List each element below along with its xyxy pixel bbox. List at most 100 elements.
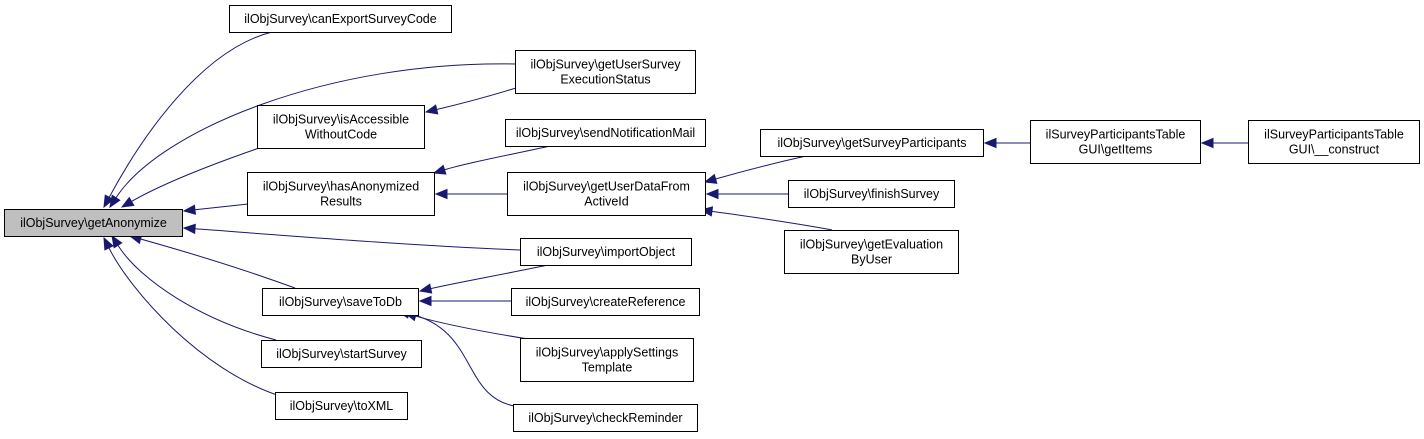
edge-getEvaluation-to-getUserDataFrom — [699, 206, 833, 231]
node-label-line: ilSurveyParticipantsTable — [1046, 128, 1186, 142]
arrowhead — [103, 236, 114, 251]
node-label-line: ilObjSurvey\canExportSurveyCode — [244, 12, 436, 26]
node-label-line: ExecutionStatus — [560, 73, 650, 87]
node-startSurvey[interactable]: ilObjSurvey\startSurvey — [261, 340, 422, 368]
node-label-line: Template — [582, 361, 633, 375]
arrowhead — [703, 173, 718, 184]
edges-layer — [103, 31, 1249, 408]
edge-line — [444, 145, 551, 171]
edge-line — [436, 87, 517, 110]
node-label-line: ilObjSurvey\finishSurvey — [804, 187, 940, 201]
edge-line — [711, 210, 833, 231]
edge-toXML-to-root — [103, 236, 281, 397]
arrowhead — [699, 206, 714, 217]
node-label-line: ilObjSurvey\saveToDb — [279, 295, 402, 309]
edge-getUserSurveyExec-to-root — [109, 63, 517, 209]
node-root[interactable]: ilObjSurvey\getAnonymize — [4, 209, 183, 237]
node-label-line: ilObjSurvey\createReference — [526, 295, 686, 309]
arrowhead — [182, 204, 197, 215]
node-label-line: ilObjSurvey\getSurveyParticipants — [778, 136, 967, 150]
node-box[interactable] — [520, 338, 694, 382]
node-box[interactable] — [261, 340, 422, 368]
node-box[interactable] — [257, 105, 425, 149]
node-box[interactable] — [1030, 120, 1201, 164]
node-box[interactable] — [229, 5, 452, 33]
node-label-line: ByUser — [851, 253, 892, 267]
edge-hasAnonymized-to-root — [182, 203, 249, 215]
node-box[interactable] — [247, 172, 435, 216]
node-label-line: GUI\getItems — [1079, 143, 1153, 157]
node-box[interactable] — [507, 172, 706, 216]
arrowhead — [432, 164, 447, 175]
node-finishSurvey[interactable]: ilObjSurvey\finishSurvey — [788, 180, 955, 208]
node-box[interactable] — [788, 180, 955, 208]
arrowhead — [418, 283, 433, 294]
arrowhead — [111, 234, 123, 249]
node-box[interactable] — [520, 238, 692, 266]
node-label-line: ActiveId — [584, 195, 629, 209]
node-label-line: ilObjSurvey\checkReminder — [528, 411, 682, 425]
node-toXML[interactable]: ilObjSurvey\toXML — [275, 392, 408, 420]
node-getSurveyParticipants[interactable]: ilObjSurvey\getSurveyParticipants — [760, 129, 984, 157]
node-label-line: ilObjSurvey\sendNotificationMail — [516, 126, 695, 140]
edge-line — [108, 31, 273, 198]
arrowhead — [109, 194, 121, 209]
arrowhead — [705, 188, 719, 200]
edge-startSurvey-to-root — [111, 234, 277, 341]
node-box[interactable] — [511, 288, 700, 316]
node-box[interactable] — [760, 129, 984, 157]
edge-line — [131, 146, 263, 202]
node-label-line: ilObjSurvey\startSurvey — [276, 347, 407, 361]
node-importObject[interactable]: ilObjSurvey\importObject — [520, 238, 692, 266]
edge-line — [430, 264, 549, 290]
edge-importObject-to-root — [182, 223, 521, 251]
node-label-line: ilObjSurvey\getUserSurvey — [530, 58, 681, 72]
arrowhead — [103, 194, 115, 209]
node-label-line: ilObjSurvey\getEvaluation — [800, 238, 943, 252]
node-canExport[interactable]: ilObjSurvey\canExportSurveyCode — [229, 5, 452, 33]
node-box[interactable] — [513, 404, 698, 432]
arrowhead — [424, 104, 439, 115]
edge-getSurveyParticipants-to-getUserDataFrom — [703, 155, 807, 184]
node-label-line: ilObjSurvey\getUserDataFrom — [523, 180, 690, 194]
edge-line — [117, 245, 277, 341]
node-box[interactable] — [275, 392, 408, 420]
edge-line — [115, 63, 517, 199]
node-box[interactable] — [505, 119, 706, 147]
edge-saveToDb-to-root — [128, 234, 296, 289]
node-createReference[interactable]: ilObjSurvey\createReference — [511, 288, 700, 316]
node-box[interactable] — [515, 50, 696, 94]
node-box[interactable] — [4, 209, 183, 237]
node-box[interactable] — [262, 288, 419, 316]
node-label-line: ilObjSurvey\isAccessible — [273, 113, 409, 127]
node-label-line: Results — [320, 195, 362, 209]
arrowhead — [418, 295, 432, 307]
arrowhead — [182, 223, 196, 235]
arrowhead — [120, 196, 135, 208]
edge-line — [408, 312, 521, 408]
edge-line — [194, 228, 521, 251]
node-sendNotification[interactable]: ilObjSurvey\sendNotificationMail — [505, 119, 706, 147]
node-label-line: WithoutCode — [305, 128, 377, 142]
node-box[interactable] — [784, 230, 959, 274]
edge-createReference-to-saveToDb — [418, 295, 512, 307]
node-label-line: ilObjSurvey\applySettings — [536, 346, 678, 360]
node-checkReminder[interactable]: ilObjSurvey\checkReminder — [513, 404, 698, 432]
edge-getUserDataFrom-to-hasAnonymized — [434, 188, 508, 200]
arrowhead — [434, 188, 448, 200]
nodes-layer: ilObjSurvey\getAnonymize ilObjSurvey\canE… — [4, 5, 1420, 432]
edge-finishSurvey-to-getUserDataFrom — [705, 188, 789, 200]
node-label-line: ilObjSurvey\importObject — [537, 245, 676, 259]
node-box[interactable] — [1248, 120, 1420, 164]
edge-partTableGetItems-to-getSurveyParticipants — [983, 137, 1031, 149]
node-saveToDb[interactable]: ilObjSurvey\saveToDb — [262, 288, 419, 316]
